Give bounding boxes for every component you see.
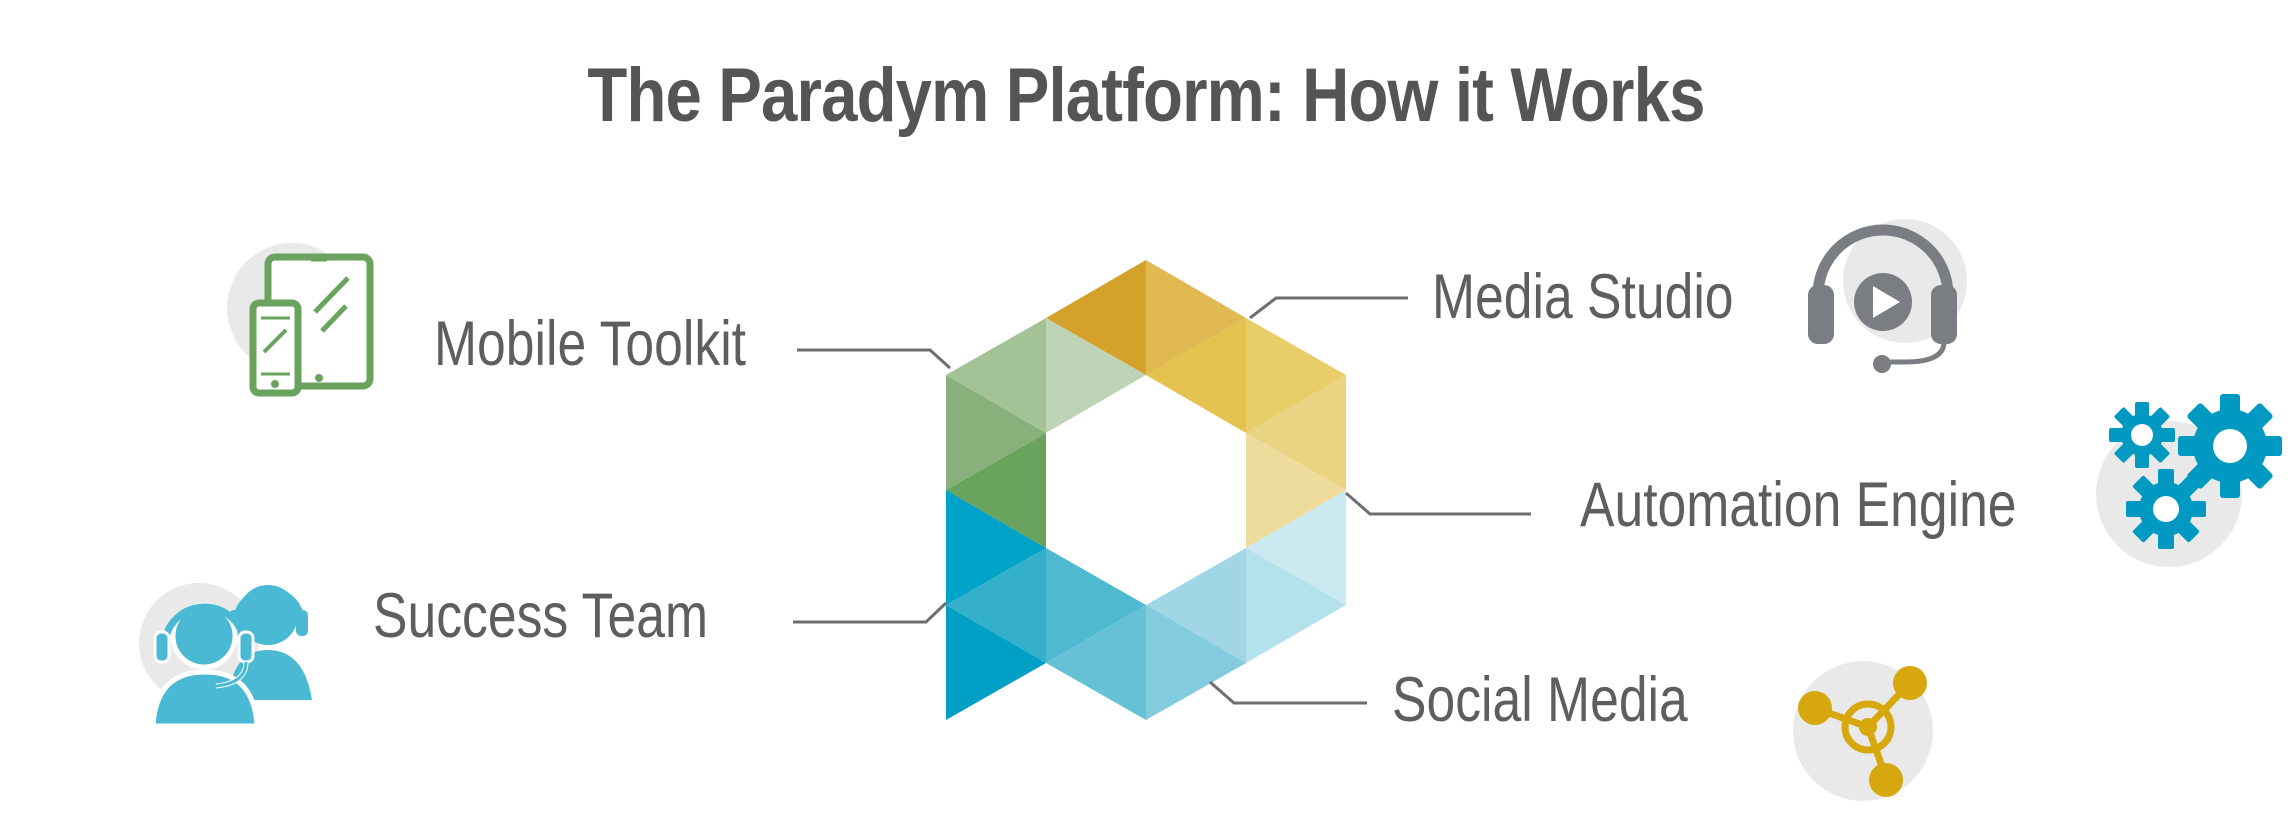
label-success-team: Success Team [373,581,708,651]
hex-segment [1246,548,1346,663]
page-title: The Paradym Platform: How it Works [587,53,1705,138]
network-nodes-icon [1793,661,1933,801]
hex-segment [1146,318,1246,433]
leader-line-success-team [793,601,948,624]
hex-segment [1046,605,1146,720]
hex-segment [1146,548,1246,663]
hex-segment [1146,605,1246,720]
hex-segment [1246,318,1346,433]
hex-segment [946,433,1046,548]
hex-segment [946,548,1046,663]
label-automation-engine: Automation Engine [1580,470,2017,540]
hex-segment [1046,318,1146,433]
mobile-devices-icon [227,243,374,397]
leader-line-social-media [1209,680,1367,705]
hex-segment [1246,375,1346,490]
hex-segment [1246,490,1346,605]
hex-segment [1146,260,1246,375]
hex-segment [1046,548,1146,663]
gears-icon [2096,394,2282,567]
hex-segment [1046,260,1146,375]
label-media-studio: Media Studio [1432,262,1734,332]
leader-line-media-studio [1249,296,1408,320]
hex-segment [1246,433,1346,548]
hexagon-logo [946,260,1346,720]
leader-lines [793,296,1531,705]
hex-segment [946,490,1046,605]
support-team-icon [139,583,312,729]
headset-play-icon [1808,219,1967,373]
leader-line-mobile-toolkit [797,348,952,370]
hex-segment [946,605,1046,720]
label-social-media: Social Media [1392,665,1688,735]
label-mobile-toolkit: Mobile Toolkit [434,309,747,379]
hex-segment [946,375,1046,490]
leader-line-automation-engine [1345,491,1531,516]
hex-segment [946,318,1046,433]
